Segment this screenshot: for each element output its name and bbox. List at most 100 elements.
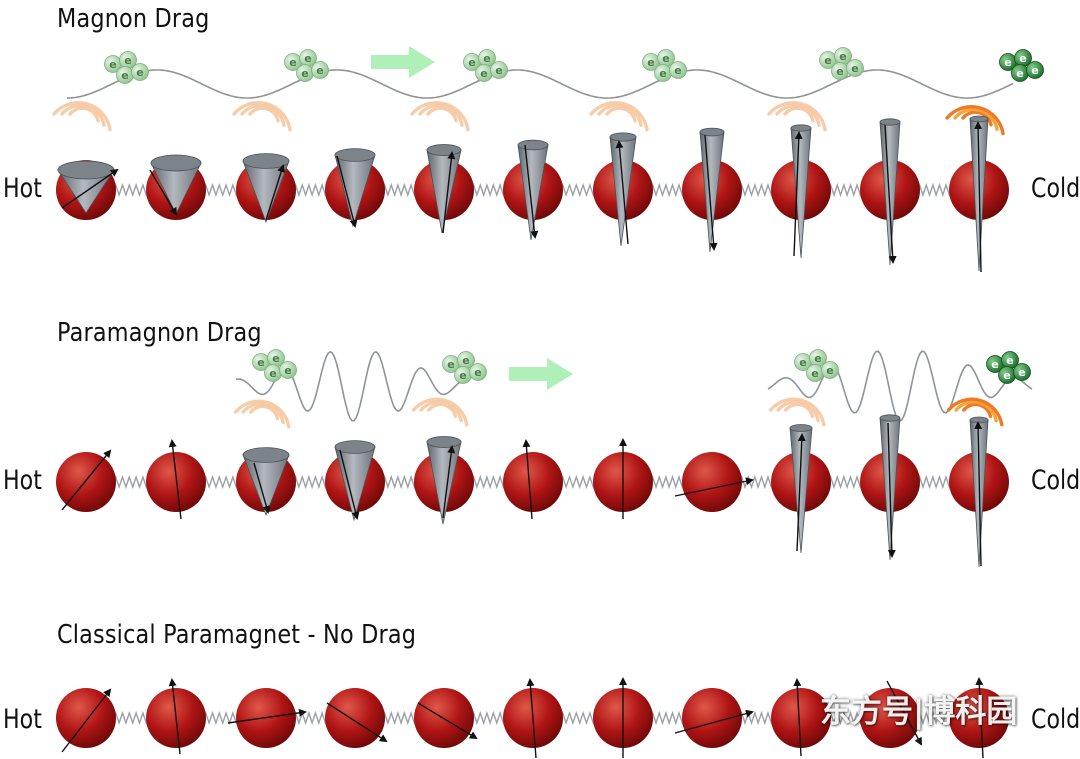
electron-symbol: e <box>1019 52 1026 65</box>
electron-symbol: e <box>647 56 654 69</box>
spin-arrow <box>526 678 537 759</box>
electron-symbol: e <box>1031 64 1038 77</box>
spring <box>917 474 952 490</box>
magnon-wave-icon <box>946 397 1004 427</box>
electron-symbol: e <box>304 52 311 65</box>
atom-layer <box>56 160 1009 748</box>
spin-arrow <box>704 134 718 251</box>
spring <box>203 474 239 490</box>
spin-arrow <box>796 433 806 552</box>
spin-arrow <box>615 140 629 245</box>
electron <box>846 59 864 77</box>
electron-symbol: e <box>811 367 818 380</box>
spin-cone <box>790 124 812 259</box>
electron-symbol: e <box>480 67 487 80</box>
spring <box>650 182 685 198</box>
spin-cone <box>242 153 290 224</box>
electron <box>469 363 487 381</box>
spring <box>113 474 149 490</box>
magnon-wave-icon <box>767 100 827 132</box>
electron <box>279 361 297 379</box>
magnon-wave <box>67 69 1014 99</box>
spring <box>113 182 149 198</box>
atom-sphere <box>56 688 116 748</box>
spring <box>382 710 417 726</box>
spin-arrow <box>442 151 456 234</box>
panel-title-magnon: Magnon Drag <box>57 4 210 34</box>
atom-sphere <box>682 452 742 512</box>
electron-symbol: e <box>1006 354 1013 367</box>
spin-arrow <box>168 439 182 520</box>
electron-symbol: e <box>1003 369 1010 382</box>
electron-symbol: e <box>1004 56 1011 69</box>
spin-arrow <box>793 131 803 257</box>
spin-arrow <box>417 702 478 740</box>
atom-sphere <box>860 688 920 748</box>
electron-symbol: e <box>991 358 998 371</box>
magnon-wave-icon <box>411 397 469 427</box>
spring <box>650 474 685 490</box>
flow-arrow <box>509 358 573 390</box>
spring <box>382 474 417 490</box>
magnon-wave-icon <box>768 397 826 427</box>
spin-cone <box>517 139 549 241</box>
spring <box>739 474 774 490</box>
spring <box>203 710 239 726</box>
electron-symbol: e <box>659 67 666 80</box>
spring <box>293 710 328 726</box>
spin-arrow <box>793 678 802 757</box>
spin-arrow <box>975 677 984 759</box>
spin-cone <box>789 424 813 554</box>
spin-cone <box>969 416 989 568</box>
spin-arrow <box>326 702 388 743</box>
spin-arrow <box>253 462 271 514</box>
spring <box>113 710 149 726</box>
spring <box>560 474 596 490</box>
spring <box>471 182 506 198</box>
electron-symbol: e <box>121 69 128 82</box>
electron-symbol: e <box>284 364 291 377</box>
electron-symbol: e <box>136 66 143 79</box>
electron-symbol: e <box>1016 67 1023 80</box>
spring <box>471 710 506 726</box>
hot-label: Hot <box>3 173 42 204</box>
electron <box>490 61 508 79</box>
electron-symbol: e <box>495 64 502 77</box>
spin-arrow <box>339 449 360 520</box>
cold-label: Cold <box>1031 704 1080 735</box>
spin-arrow <box>442 445 456 519</box>
spin-cone <box>334 440 376 522</box>
spring <box>828 182 863 198</box>
electron-symbol: e <box>662 52 669 65</box>
magnon-wave-icon <box>410 100 470 132</box>
hot-label: Hot <box>3 465 42 496</box>
cold-label: Cold <box>1031 173 1080 204</box>
spring <box>739 182 774 198</box>
electron-symbol: e <box>674 64 681 77</box>
electron-symbol: e <box>289 56 296 69</box>
spin-arrow <box>265 164 286 221</box>
electron <box>669 61 687 79</box>
atom-sphere <box>949 688 1009 748</box>
spring <box>828 710 863 726</box>
spin-cone <box>969 115 989 273</box>
electron-symbol: e <box>316 64 323 77</box>
spin-cone <box>699 127 725 253</box>
flow-arrow <box>371 46 435 78</box>
spin-arrow <box>524 144 539 239</box>
watermark-text: 东方号|博科园 <box>820 694 1018 730</box>
electron-symbol: e <box>462 354 469 367</box>
electron-symbol: e <box>1018 366 1025 379</box>
magnon-wave-icon <box>233 399 291 429</box>
spring <box>828 474 863 490</box>
